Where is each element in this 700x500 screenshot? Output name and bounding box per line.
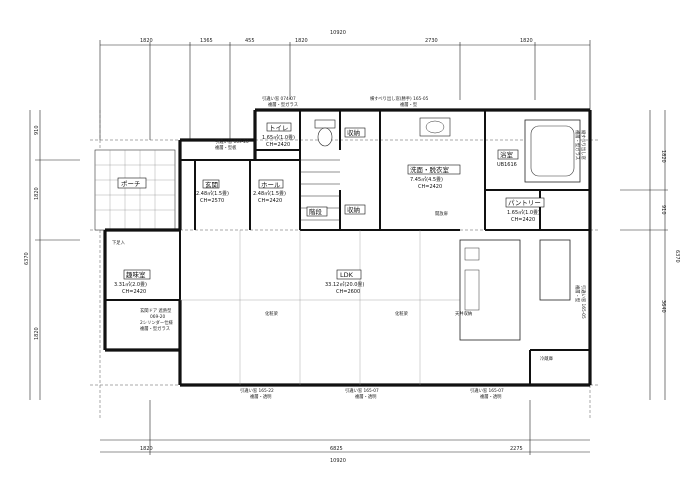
toilet-window-note: 引違い窓 074-07 [262, 95, 296, 102]
tatami-name: 趣味室 [126, 270, 146, 279]
bath-label-box [497, 149, 519, 160]
toilet-fixture [314, 119, 336, 147]
dim-bottom-1: 1820 [140, 446, 153, 452]
stairs-name: 階段 [309, 207, 323, 216]
bathtub [524, 119, 581, 183]
wash-window-note: 横すべり出し窓(勝手) 165-05 [370, 95, 429, 102]
hall-label-box [258, 179, 284, 189]
toilet-window-note2: 複層・型ガラス [268, 101, 298, 108]
porch-area [94, 149, 176, 231]
dim-left-3: 1820 [34, 327, 40, 340]
storage1-name: 収納 [347, 128, 360, 137]
genkan-window-note: 引違い窓 069-20 [215, 138, 249, 145]
genkan-window-note2: 複層・型板 [215, 144, 237, 151]
toilet-ch: CH=2420 [266, 142, 290, 148]
genkan-ch: CH=2570 [200, 198, 224, 204]
bottom-window-left-note: 引違い窓 165-22 [240, 387, 274, 394]
pantry-area: 1.65㎡(1.0畳) [507, 209, 540, 216]
stairs-label-box [306, 206, 328, 217]
tatami-area: 3.31㎡(2.0畳) [114, 281, 147, 288]
dim-left-2: 1820 [34, 187, 40, 200]
bottom-window-mid-note2: 複層・透明 [355, 393, 376, 400]
dim-top-4: 1820 [295, 38, 308, 44]
bottom-window-right-note2: 複層・透明 [480, 393, 501, 400]
dim-top-3: 455 [245, 38, 255, 44]
dim-bottom-total: 10920 [330, 458, 346, 464]
ldk-label-box [336, 269, 362, 280]
genkan-door-note3: 2シリンダー仕様 [140, 319, 174, 326]
hall-name: ホール [261, 181, 281, 189]
dim-top-1: 1820 [140, 38, 153, 44]
dim-top-6: 1820 [520, 38, 533, 44]
bath-spec: UB1616 [497, 162, 517, 168]
dim-left-total: 6370 [24, 252, 30, 265]
stairs-treads [300, 159, 340, 221]
ldk-ch: CH=2600 [336, 289, 360, 295]
ldk-floor-grid [180, 230, 460, 385]
washroom-name: 洗面・脱衣室 [410, 165, 450, 174]
hall-ch: CH=2420 [258, 198, 282, 204]
bottom-window-right-note: 引違い窓 165-07 [470, 387, 504, 394]
ldk-name: LDK [340, 271, 354, 279]
fridge-label: 冷蔵庫 [540, 355, 554, 362]
dim-right-1: 1820 [660, 150, 666, 163]
dim-bottom-2: 6825 [330, 446, 343, 452]
genkan-door-note4: 複層・型ガラス [140, 325, 170, 332]
tatami-ch: CH=2420 [122, 289, 146, 295]
washroom-label-box [407, 164, 461, 175]
toilet-area: 1.65㎡(1.0畳) [262, 134, 295, 141]
wash-basin [419, 117, 451, 137]
dim-left-1: 910 [34, 125, 40, 135]
genkan-door-note2: 069-20 [150, 314, 165, 320]
dim-top-5: 2730 [425, 38, 438, 44]
dim-bottom-3: 2275 [510, 446, 523, 452]
ldk-area: 33.12㎡(20.0畳) [325, 281, 364, 288]
genkan-door-note: 玄関ドア 遮熱型 [140, 307, 172, 314]
dim-right-total: 6370 [674, 250, 680, 263]
porch-name: ポーチ [121, 180, 141, 188]
hall-area: 2.48㎡(1.5畳) [253, 190, 286, 197]
pantry-label-box [505, 197, 545, 208]
wash-window-note2: 複層・型 [400, 101, 418, 108]
dim-right-3: 3640 [660, 300, 666, 313]
bottom-window-left-note2: 複層・透明 [250, 393, 271, 400]
bath-name: 浴室 [500, 150, 514, 159]
interior-walls [105, 110, 590, 385]
kitchen-counter [459, 239, 571, 341]
exterior-walls [103, 108, 592, 387]
toilet-name: トイレ [269, 124, 289, 132]
bottom-window-mid-note: 引違い窓 165-07 [345, 387, 379, 394]
genkan-label-box [202, 179, 220, 189]
genkan-name: 玄関 [205, 180, 218, 189]
dim-right-2: 910 [660, 205, 666, 215]
tatami-label-box [123, 269, 151, 280]
pantry-ch: CH=2420 [511, 217, 535, 223]
closet-label: 天井収納 [455, 310, 472, 317]
pantry-window-note: 引違い窓 165-05 [580, 285, 587, 319]
shoe-box-note: 下足入 [112, 240, 126, 246]
washroom-ch: CH=2420 [418, 184, 442, 190]
dim-top-2: 1365 [200, 38, 213, 44]
pantry-window-note2: 複層・型 [574, 285, 581, 303]
storage2-name: 収納 [347, 205, 360, 214]
storage1-label-box [344, 127, 366, 138]
porch-label-box [117, 177, 147, 189]
genkan-area: 2.48㎡(1.5畳) [196, 190, 229, 197]
toilet-label-box [266, 122, 292, 132]
washroom-area: 7.45㎡(4.5畳) [410, 176, 443, 183]
bath-window-note2: 複層・型ガラス [574, 130, 581, 160]
pantry-name: パントリー [508, 199, 541, 207]
dim-top-total: 10920 [330, 30, 346, 36]
tv-label2: 化粧梁 [395, 310, 409, 317]
bath-window-note: 縦すべり出し窓 [580, 130, 587, 160]
tv-label: 化粧梁 [265, 310, 279, 317]
storage2-label-box [344, 204, 366, 215]
open-label: 開放扉 [435, 210, 449, 217]
dimension-lines [29, 40, 668, 455]
